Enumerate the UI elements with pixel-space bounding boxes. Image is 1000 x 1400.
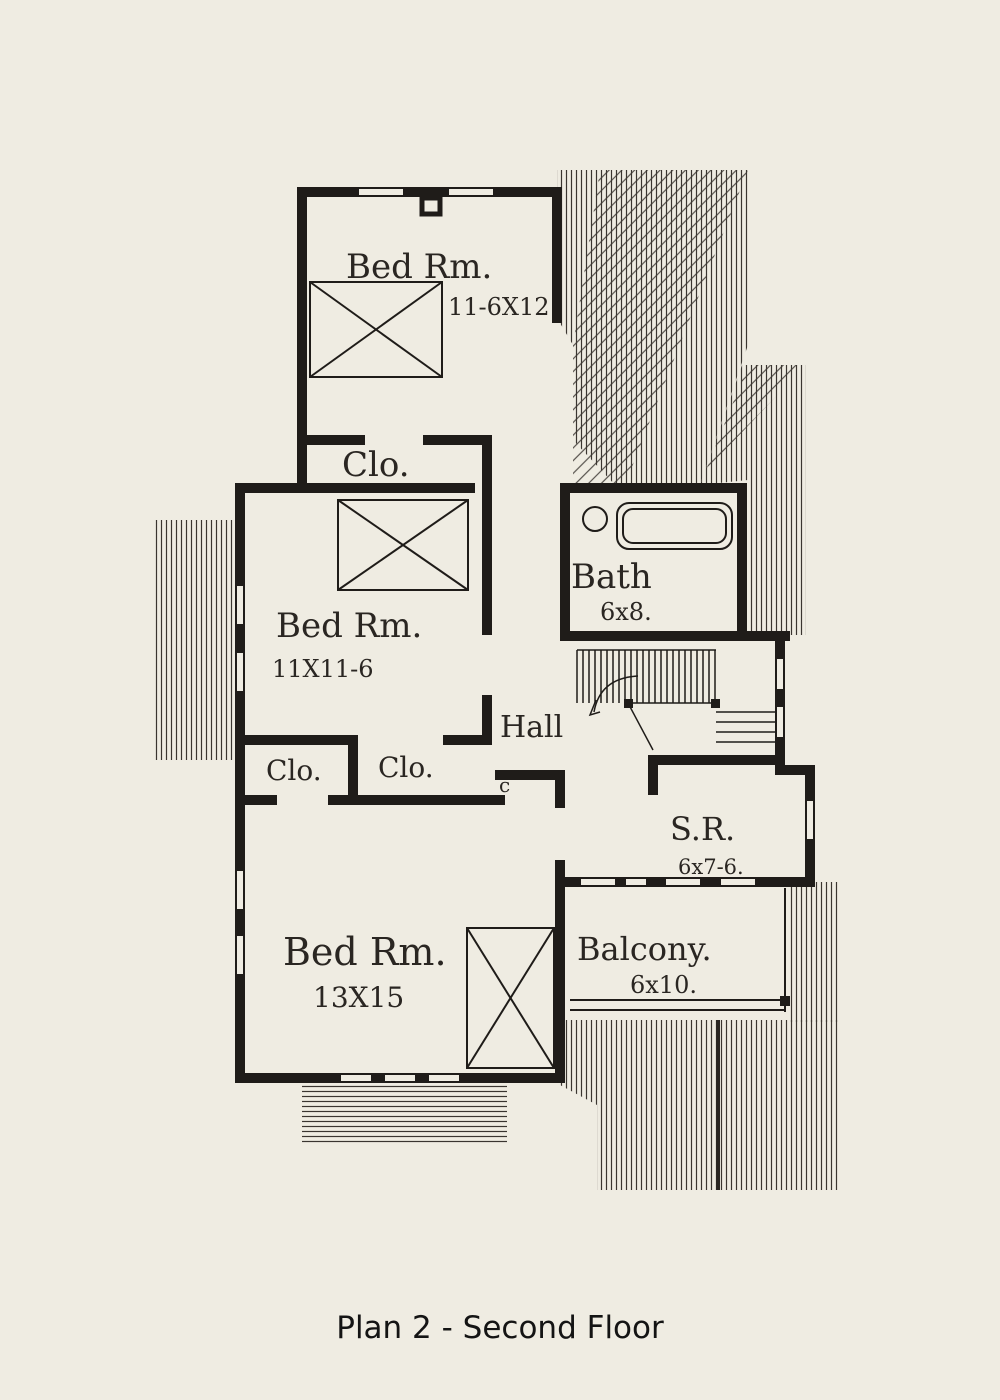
ceiling-vents	[309, 281, 555, 1069]
bed-mid-name: Bed Rm.	[276, 606, 422, 646]
bed-bottom-name: Bed Rm.	[283, 930, 447, 974]
staircase	[576, 649, 776, 751]
balcony-name: Balcony.	[577, 930, 712, 968]
balcony-dims: 6x10.	[630, 971, 697, 999]
closet-c-name: c	[499, 773, 510, 797]
clo-top-name: Clo.	[342, 445, 410, 485]
bed-mid-dims: 11X11-6	[272, 655, 374, 683]
hall-name: Hall	[500, 710, 563, 745]
plan-caption: Plan 2 - Second Floor	[336, 1310, 664, 1346]
clo-right-name: Clo.	[378, 751, 434, 784]
bed-top-dims: 11-6X12	[448, 293, 550, 321]
stair-posts	[624, 699, 790, 1006]
sr-dims: 6x7-6.	[678, 855, 744, 879]
bed-top-name: Bed Rm.	[346, 247, 492, 287]
room-labels: Bed Rm. 11-6X12 Clo. Bed Rm. 11X11-6 Bat…	[266, 247, 744, 1014]
bed-bottom-dims: 13X15	[313, 981, 404, 1014]
roof-hatching	[155, 170, 838, 1190]
chimney	[419, 195, 443, 217]
windows	[235, 187, 815, 1083]
sr-name: S.R.	[670, 810, 735, 848]
bathtub	[582, 502, 733, 550]
bath-name: Bath	[571, 557, 652, 597]
clo-left-name: Clo.	[266, 754, 322, 787]
bath-dims: 6x8.	[600, 598, 652, 626]
thin-lines	[570, 888, 786, 1012]
